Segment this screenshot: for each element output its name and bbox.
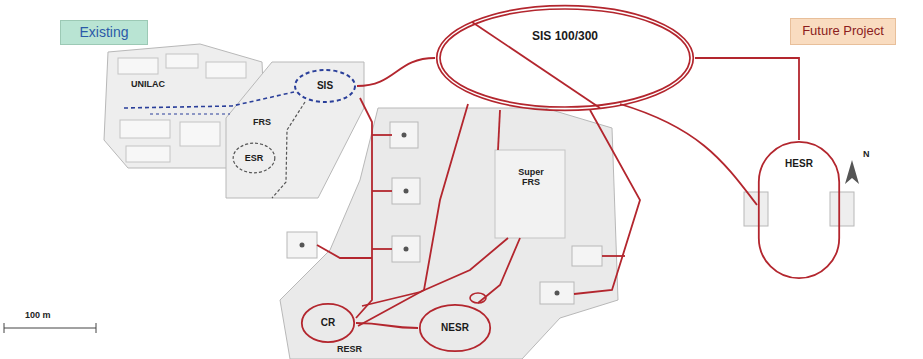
beam-line [695, 58, 799, 140]
compass-label: N [862, 150, 871, 160]
area-label: FRS [252, 118, 272, 128]
node-label: NESR [441, 322, 469, 334]
area-label: RESR [336, 345, 363, 355]
storage-ring: CR [300, 302, 356, 344]
node-label: Future Project [802, 24, 884, 39]
node-label: Existing [79, 24, 128, 40]
storage-ring: NESR [418, 303, 492, 353]
status-tag: Future Project [790, 18, 896, 45]
node-label: HESR [785, 158, 813, 170]
synchrotron-ring: SIS [293, 68, 357, 104]
status-tag: Existing [60, 20, 148, 45]
storage-ring: HESR [757, 140, 841, 280]
storage-ring: ESR [232, 142, 276, 174]
area-label: UNILAC [130, 80, 166, 90]
node-label: CR [321, 317, 335, 329]
node-outline [435, 4, 695, 112]
node-label: ESR [245, 153, 264, 163]
synchrotron-ring: SIS 100/300 [435, 4, 695, 112]
area-label: Super FRS [510, 168, 552, 188]
scale-label: 100 m [24, 311, 52, 321]
beam-line [357, 58, 435, 86]
node-label: SIS [317, 80, 333, 92]
node-label: SIS 100/300 [532, 30, 598, 44]
beam-line [356, 323, 418, 328]
